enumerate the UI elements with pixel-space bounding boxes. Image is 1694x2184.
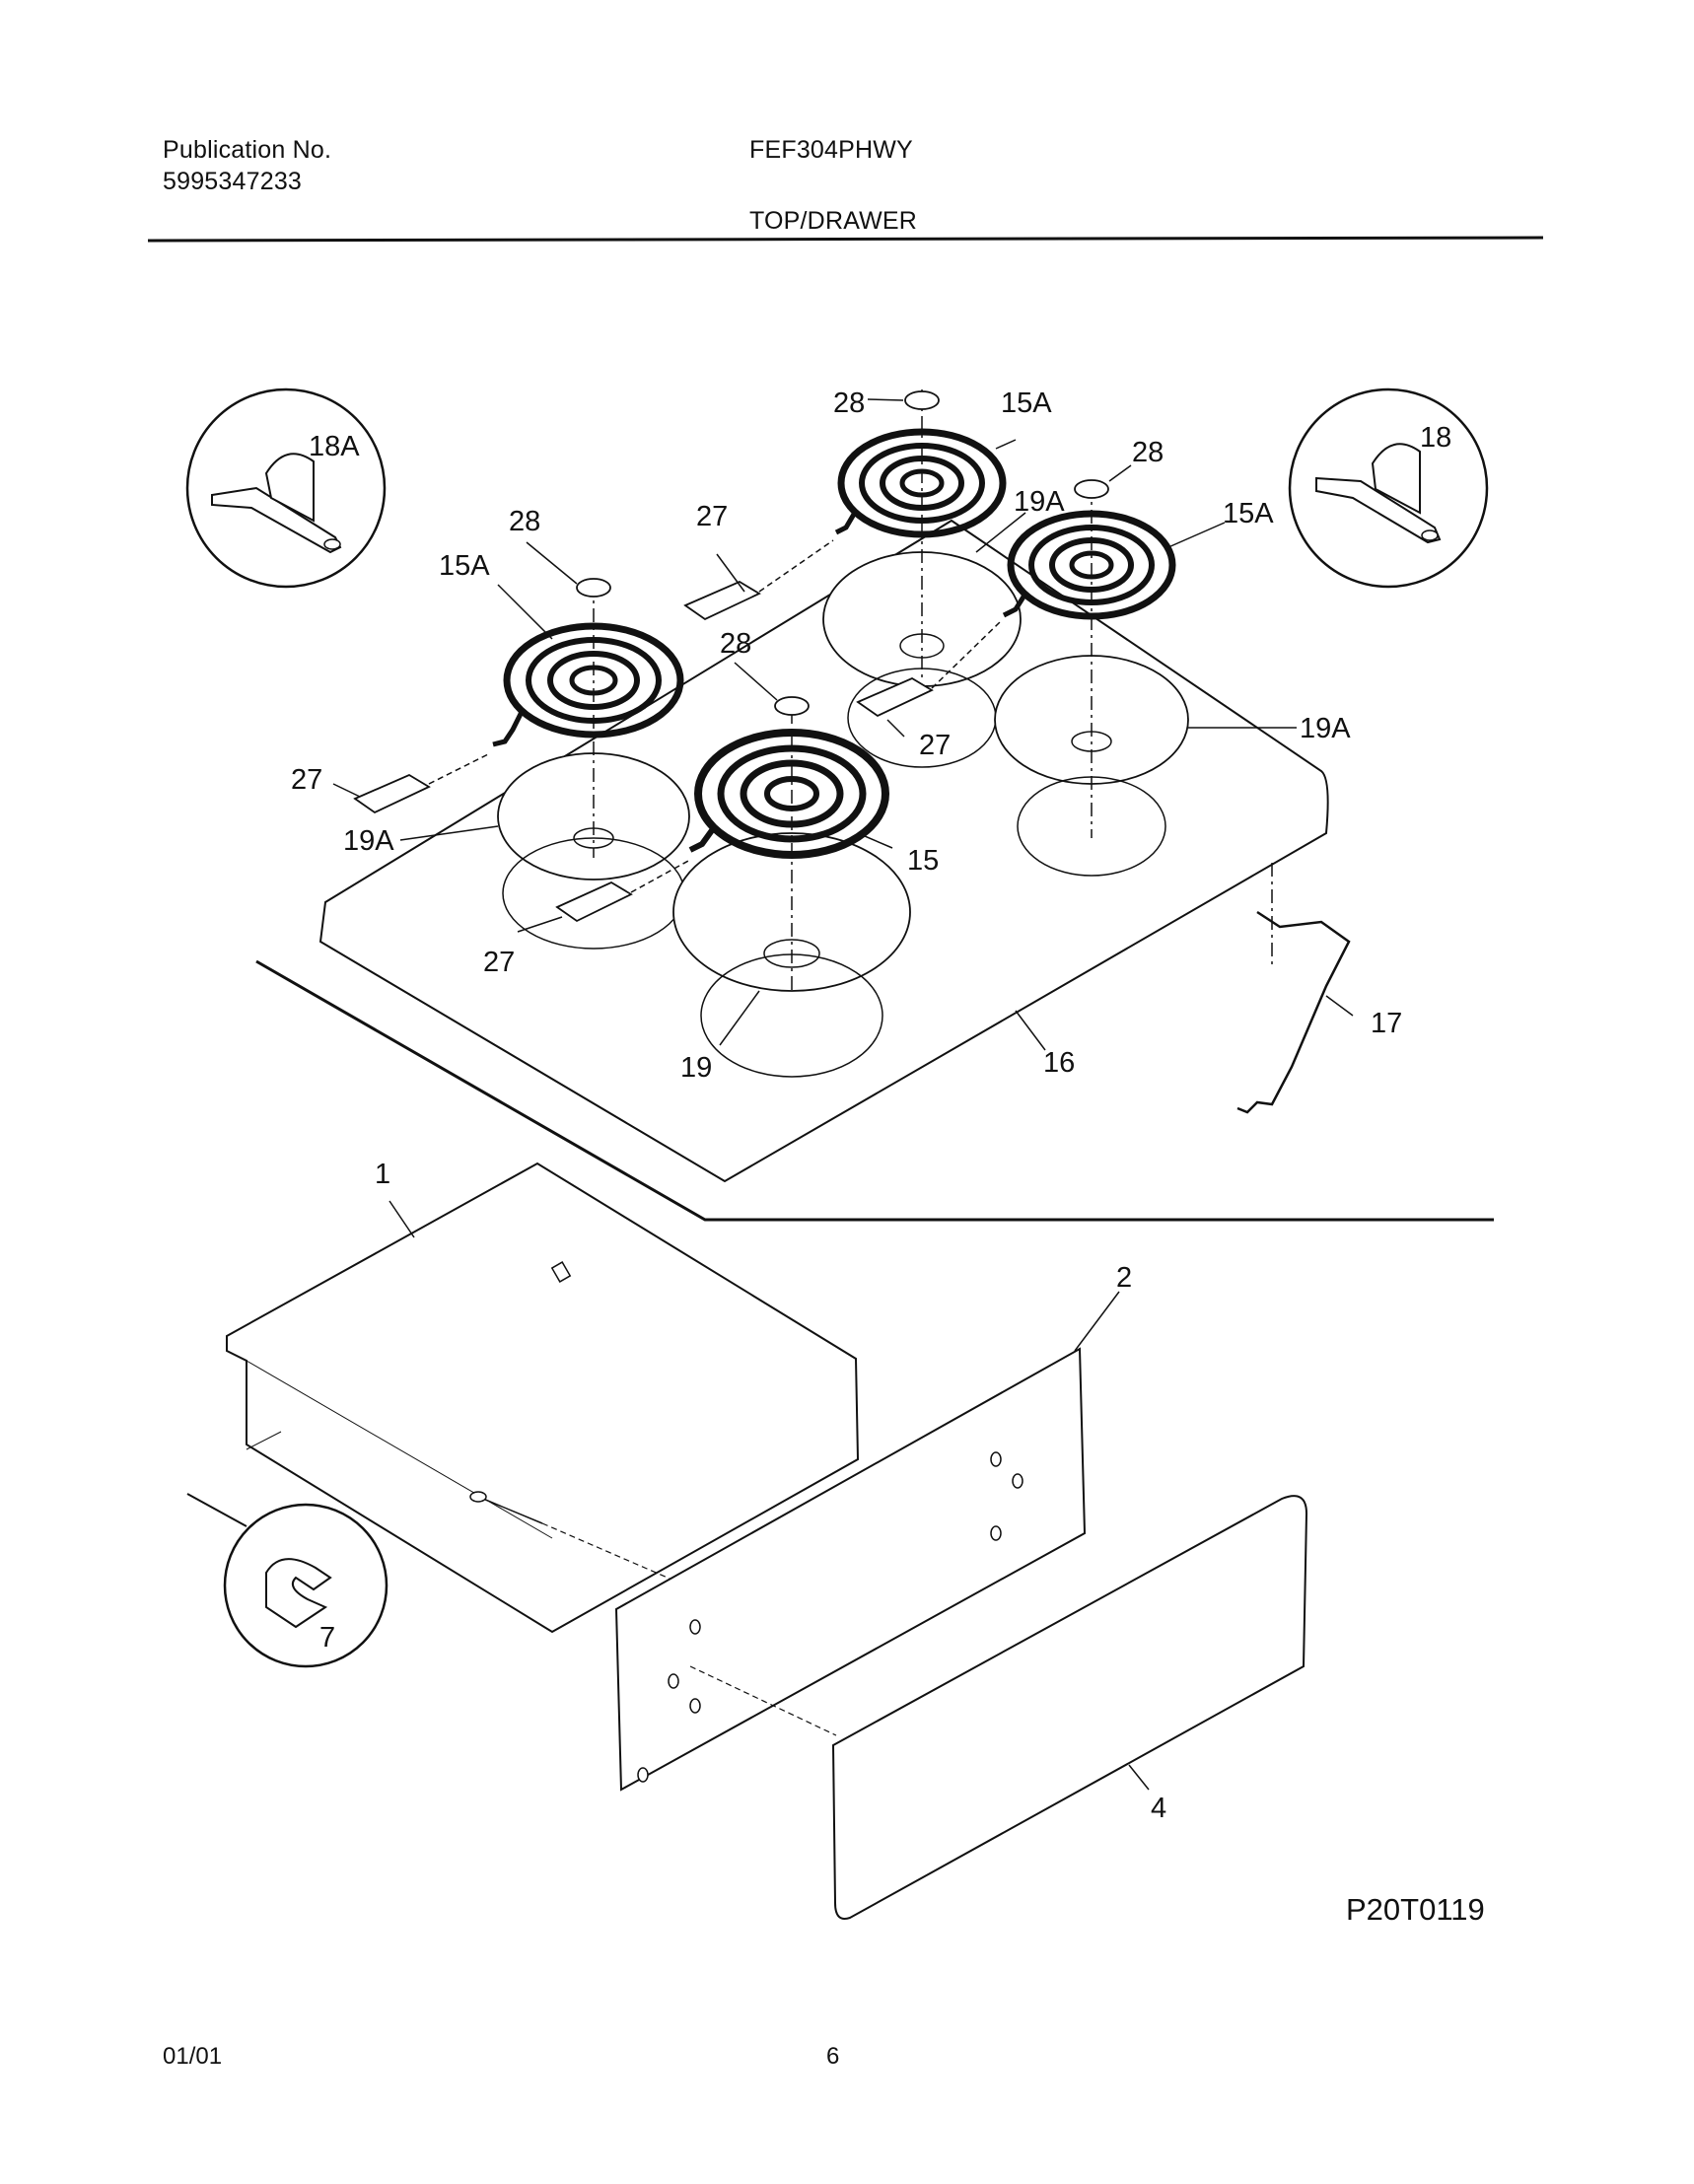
- callout-28-front: 28: [720, 628, 751, 660]
- callout-27-right: 27: [919, 730, 951, 761]
- section-divider: [255, 959, 1494, 1222]
- callout-28-right: 28: [1132, 437, 1164, 468]
- receptacle-27-back: [683, 539, 834, 621]
- callout-15: 15: [907, 845, 939, 877]
- main-top-edge: [319, 941, 726, 1182]
- detail-circle-7: [186, 1431, 388, 1668]
- callout-28-back: 28: [833, 387, 865, 419]
- publication-number: 5995347233: [163, 168, 303, 195]
- callout-27-front: 27: [483, 947, 515, 978]
- surface-element-15A-left: [492, 622, 684, 747]
- surface-element-15-front: [688, 729, 889, 859]
- receptacle-27-front: [555, 859, 691, 923]
- trim-ring-28-back: [904, 390, 940, 410]
- callout-15A-left: 15A: [439, 550, 490, 582]
- callout-2: 2: [1116, 1262, 1132, 1294]
- callout-1: 1: [375, 1159, 390, 1190]
- footer-date: 01/01: [163, 2043, 223, 2070]
- callout-19A-back: 19A: [1014, 486, 1065, 518]
- receptacle-27-right: [856, 620, 1002, 718]
- callout-27-back: 27: [696, 501, 728, 532]
- drawer-panel-2: [614, 1347, 1087, 1792]
- callout-4: 4: [1151, 1793, 1166, 1824]
- figure-reference: P20T0119: [1346, 1892, 1485, 1927]
- callout-18A: 18A: [309, 431, 360, 462]
- callout-28-left: 28: [509, 506, 540, 537]
- trim-ring-28-right: [1074, 479, 1109, 499]
- callout-19A-right: 19A: [1300, 713, 1351, 744]
- detail-circle-18: [1288, 387, 1489, 589]
- drawer-body-1: [226, 1162, 860, 1634]
- callout-18: 18: [1420, 422, 1451, 454]
- header-rule: [147, 236, 1544, 243]
- section-title: TOP/DRAWER: [749, 207, 918, 235]
- callout-27-left: 27: [291, 764, 322, 796]
- wire-harness-17: [1236, 910, 1351, 1114]
- receptacle-27-left: [353, 753, 489, 814]
- callout-16: 16: [1043, 1047, 1075, 1079]
- trim-ring-28-front: [774, 696, 810, 716]
- callout-15A-back: 15A: [1001, 387, 1052, 419]
- leader-lines: [332, 398, 1354, 1791]
- surface-element-15A-right: [1002, 510, 1176, 620]
- model-number: FEF304PHWY: [749, 136, 913, 164]
- drawer-front-4: [831, 1495, 1308, 1920]
- trim-ring-28-left: [576, 578, 611, 598]
- callout-19A-left: 19A: [343, 825, 394, 857]
- callout-17: 17: [1371, 1008, 1402, 1039]
- surface-element-15A-back: [834, 428, 1007, 538]
- callout-15A-right: 15A: [1223, 498, 1274, 529]
- detail-circle-18A: [185, 387, 387, 589]
- callout-7: 7: [319, 1622, 335, 1654]
- callout-19: 19: [680, 1052, 712, 1084]
- publication-label: Publication No.: [163, 136, 332, 164]
- footer-page-number: 6: [826, 2043, 840, 2070]
